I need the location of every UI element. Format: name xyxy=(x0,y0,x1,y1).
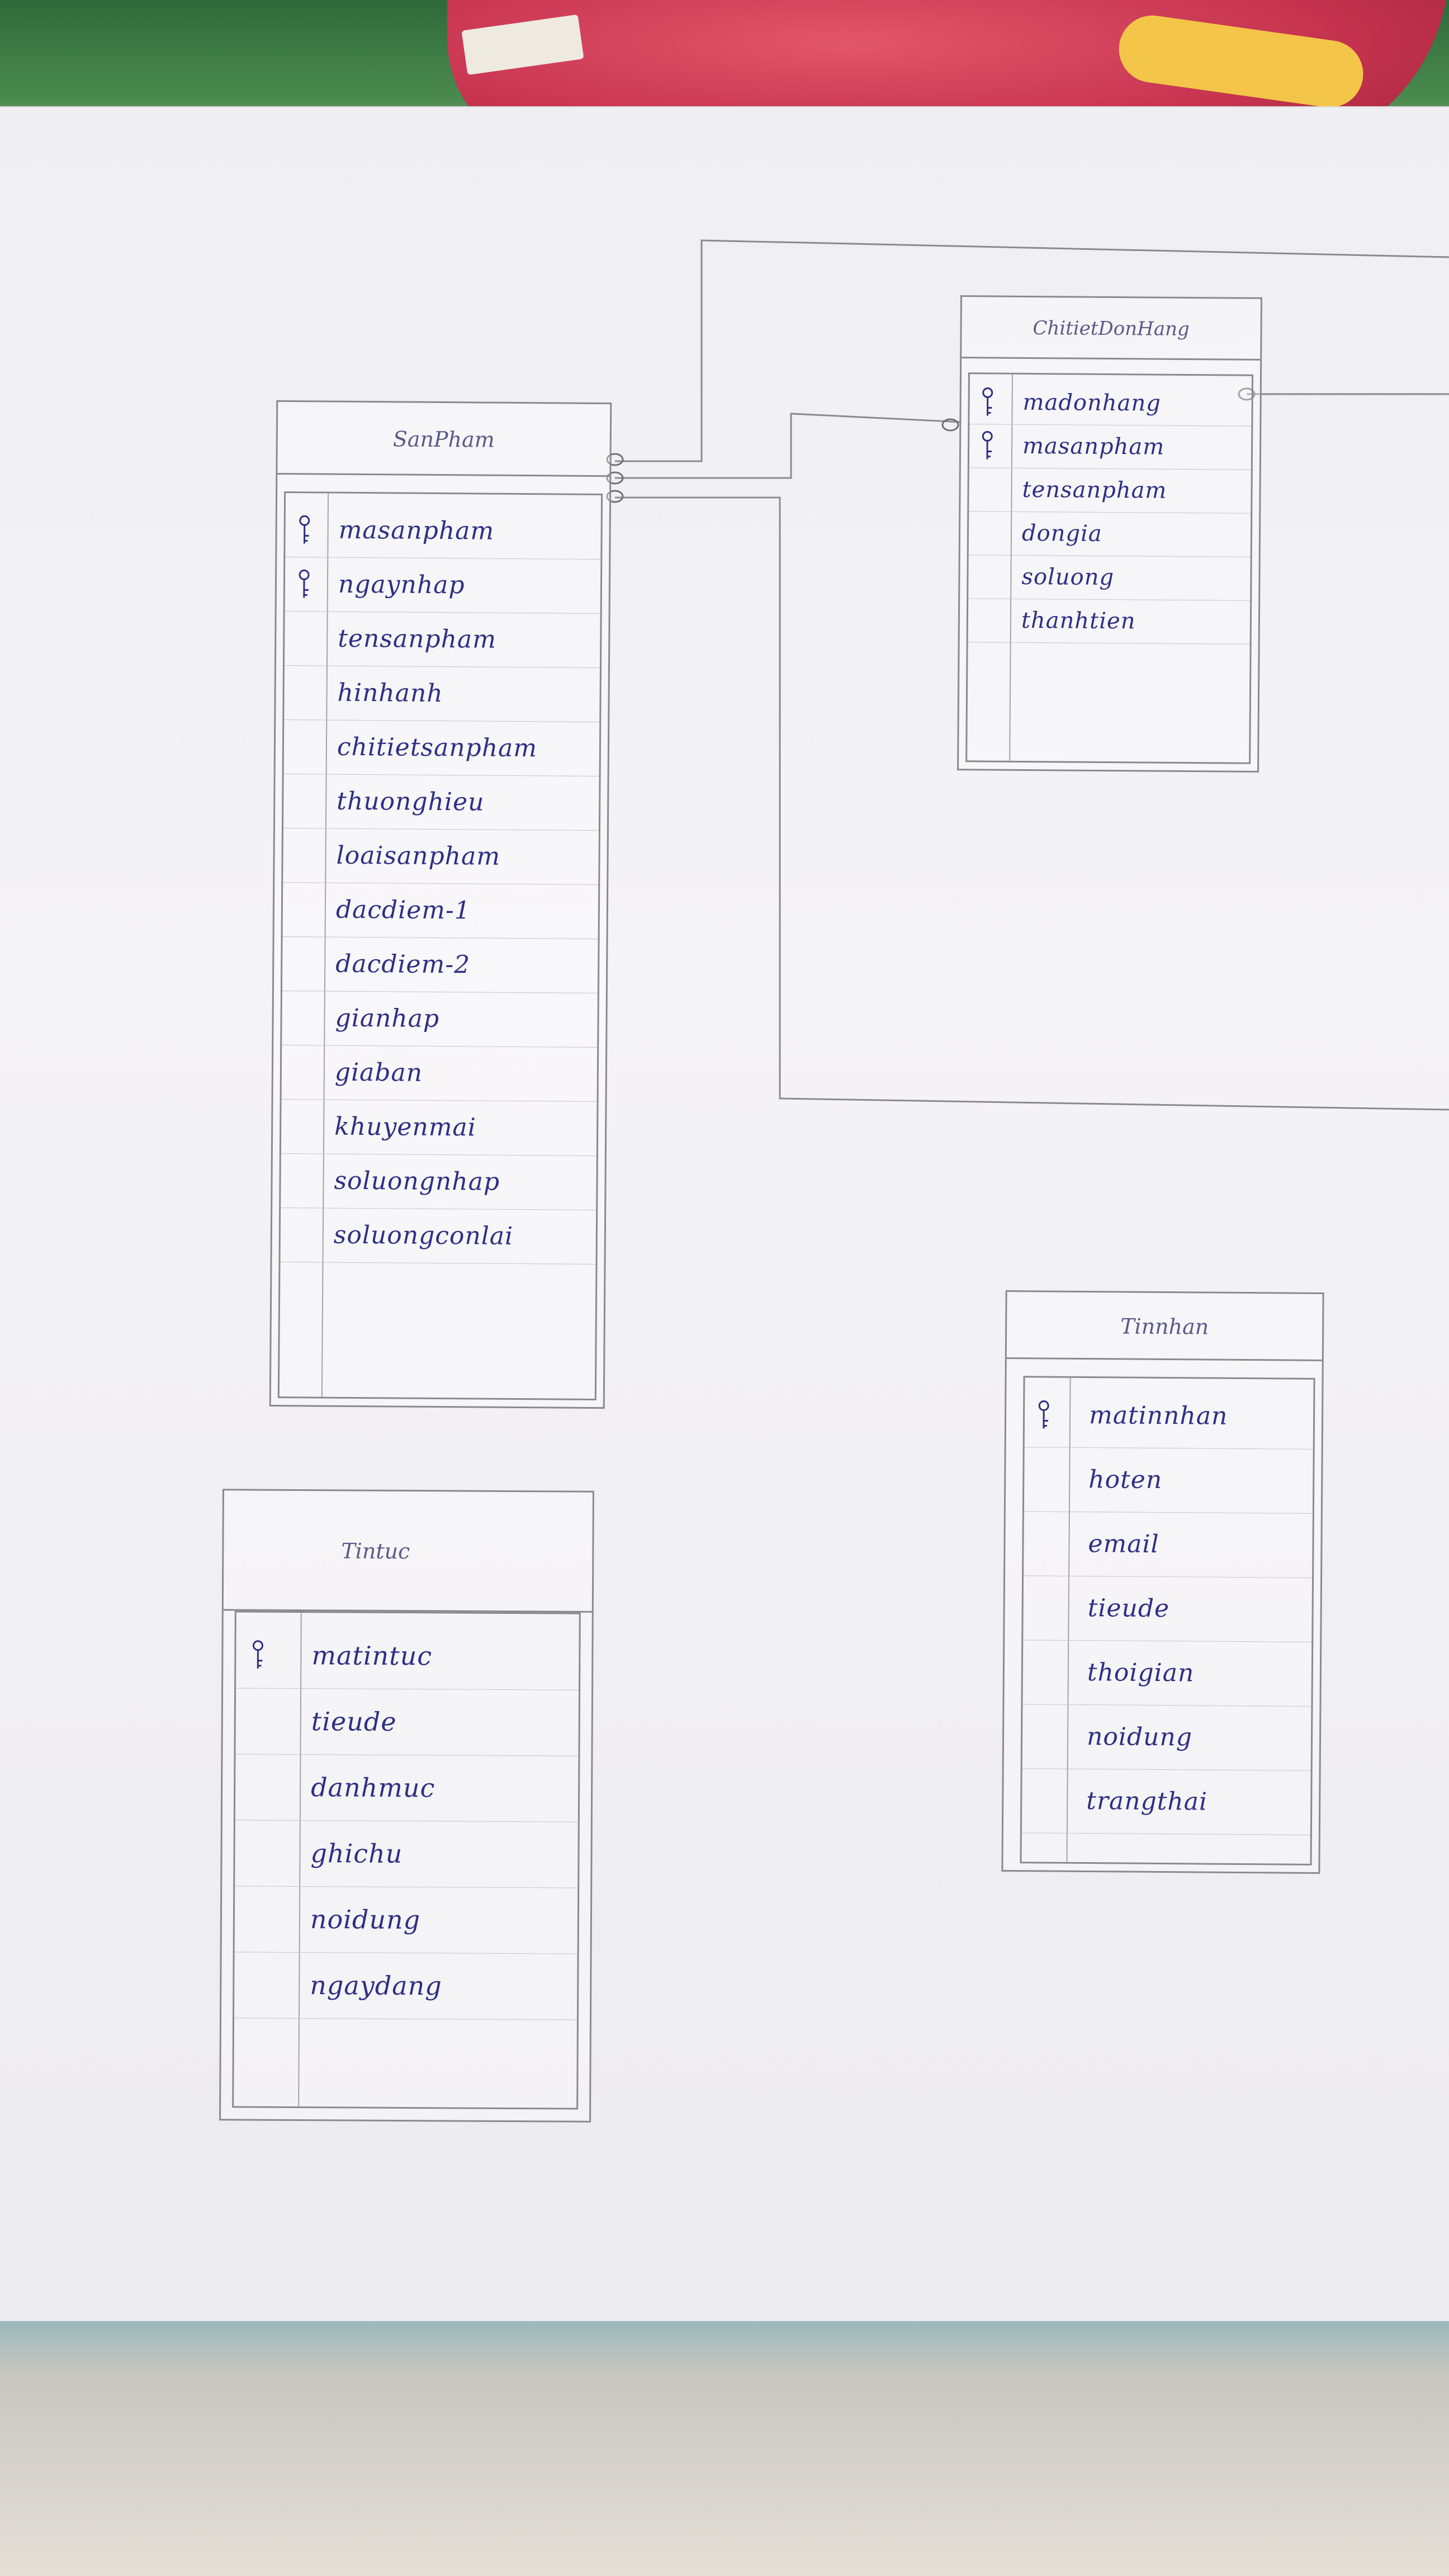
field-name: dacdiem-1 xyxy=(335,895,471,925)
table-field-row: madonhang xyxy=(969,381,1252,427)
table-field-row: masanpham xyxy=(969,424,1252,470)
table-fields-box: matinnhan hoten email tieude thoigian noidung… xyxy=(1020,1376,1315,1865)
field-name: hoten xyxy=(1088,1465,1163,1495)
table-field-row: trangthai xyxy=(1021,1769,1311,1835)
field-name: loaisanpham xyxy=(336,841,501,871)
crowfoot-marker xyxy=(606,453,624,466)
field-name: thuonghieu xyxy=(337,787,485,817)
table-title: ChitietDonHang xyxy=(962,297,1261,361)
table-field-row: matinnhan xyxy=(1024,1383,1314,1450)
crowfoot-marker xyxy=(606,471,624,485)
table-field-row: ngaynhap xyxy=(285,557,601,614)
table-field-row: thuonghieu xyxy=(283,774,599,831)
primary-key-icon xyxy=(296,514,312,547)
table-tinnhan: Tinnhan matinnhan hoten email tieude thoigia… xyxy=(1001,1290,1324,1874)
relationship-line-long xyxy=(615,496,1449,1111)
field-name: madonhang xyxy=(1022,389,1161,416)
table-field-row: loaisanpham xyxy=(283,828,599,885)
primary-key-icon xyxy=(979,430,995,462)
field-name: ghichu xyxy=(310,1838,403,1869)
table-field-row: khuyenmai xyxy=(281,1100,597,1156)
background-floor xyxy=(0,2309,1449,2576)
table-field-row: ghichu xyxy=(235,1820,578,1888)
table-field-row: email xyxy=(1024,1512,1313,1578)
primary-key-icon xyxy=(250,1640,266,1672)
primary-key-icon xyxy=(979,386,995,419)
table-title: SanPham xyxy=(277,401,610,477)
field-name: soluongnhap xyxy=(334,1166,500,1196)
table-field-row: noidung xyxy=(234,1886,578,1954)
table-field-row: tensanpham xyxy=(969,468,1251,514)
field-name: matinnhan xyxy=(1088,1401,1228,1431)
table-title: Tinnhan xyxy=(1006,1292,1323,1361)
field-name: giaban xyxy=(334,1058,423,1087)
field-name: noidung xyxy=(310,1904,421,1935)
primary-key-icon xyxy=(1036,1399,1052,1432)
field-name: khuyenmai xyxy=(334,1112,477,1142)
field-name: danhmuc xyxy=(311,1772,435,1803)
field-name: ngaynhap xyxy=(338,570,465,600)
field-name: thanhtien xyxy=(1021,607,1136,634)
field-name: thoigian xyxy=(1087,1658,1195,1688)
table-fields-box: masanpham ngaynhap tensanpham hinhanh chitie… xyxy=(277,491,603,1400)
table-field-row: soluongnhap xyxy=(281,1154,596,1210)
field-name: masanpham xyxy=(1022,433,1165,460)
table-field-row: soluong xyxy=(968,555,1251,601)
table-field-row: noidung xyxy=(1022,1704,1311,1771)
field-name: chitietsanpham xyxy=(337,732,538,763)
table-field-row: dongia xyxy=(968,512,1251,557)
table-field-row: tieude xyxy=(235,1688,579,1756)
field-name: trangthai xyxy=(1086,1787,1208,1816)
table-field-row: giaban xyxy=(281,1045,598,1102)
table-field-row: matintuc xyxy=(236,1622,579,1690)
field-name: dacdiem-2 xyxy=(335,949,471,979)
field-name: tensanpham xyxy=(1022,476,1167,504)
field-name: tensanpham xyxy=(338,624,497,654)
table-field-row: gianhap xyxy=(282,991,598,1048)
table-chitietdonhang: ChitietDonHang madonhang masanpham tensanp… xyxy=(957,295,1262,773)
field-name: hinhanh xyxy=(337,678,443,708)
field-name: soluongconlai xyxy=(333,1220,514,1251)
table-field-row: tensanpham xyxy=(284,612,600,668)
table-sanpham: SanPham masanpham ngaynhap tensanpham hinha… xyxy=(269,400,612,1409)
table-field-row: danhmuc xyxy=(235,1754,579,1822)
table-field-row: tieude xyxy=(1023,1576,1313,1642)
table-field-row: thoigian xyxy=(1022,1640,1312,1707)
table-field-row: dacdiem-1 xyxy=(282,883,599,939)
table-field-row: hoten xyxy=(1024,1447,1313,1514)
field-name: email xyxy=(1088,1530,1159,1559)
table-field-row: masanpham xyxy=(285,503,601,560)
field-name: soluong xyxy=(1021,564,1115,591)
table-fields-box: matintuc tieude danhmuc ghichu noidung ngayda… xyxy=(232,1611,581,2110)
crowfoot-marker xyxy=(941,418,959,432)
table-field-row: thanhtien xyxy=(968,599,1251,645)
field-name: gianhap xyxy=(335,1003,440,1034)
table-field-row: hinhanh xyxy=(284,666,600,722)
crowfoot-marker xyxy=(1238,387,1256,401)
field-name: ngaydang xyxy=(310,1970,442,2001)
primary-key-icon xyxy=(296,569,312,601)
field-name: noidung xyxy=(1086,1722,1193,1752)
relationship-line-chitiet xyxy=(615,413,962,479)
field-name: tieude xyxy=(1087,1594,1170,1623)
crowfoot-marker xyxy=(606,490,624,503)
table-title: Tintuc xyxy=(223,1490,593,1613)
table-tintuc: Tintuc matintuc tieude danhmuc ghichu noidun… xyxy=(219,1489,594,2123)
table-fields-box: madonhang masanpham tensanpham dongia soluon… xyxy=(965,372,1253,764)
table-field-row: dacdiem-2 xyxy=(282,937,598,993)
paper-sheet xyxy=(0,106,1449,2321)
field-name: masanpham xyxy=(338,515,495,546)
field-name: tieude xyxy=(311,1706,397,1737)
field-name: matintuc xyxy=(311,1640,433,1671)
table-field-row: chitietsanpham xyxy=(283,720,600,776)
table-field-row: soluongconlai xyxy=(280,1208,596,1265)
table-field-row: ngaydang xyxy=(234,1952,577,2020)
relationship-line-top xyxy=(615,239,1449,462)
field-name: dongia xyxy=(1021,520,1102,547)
